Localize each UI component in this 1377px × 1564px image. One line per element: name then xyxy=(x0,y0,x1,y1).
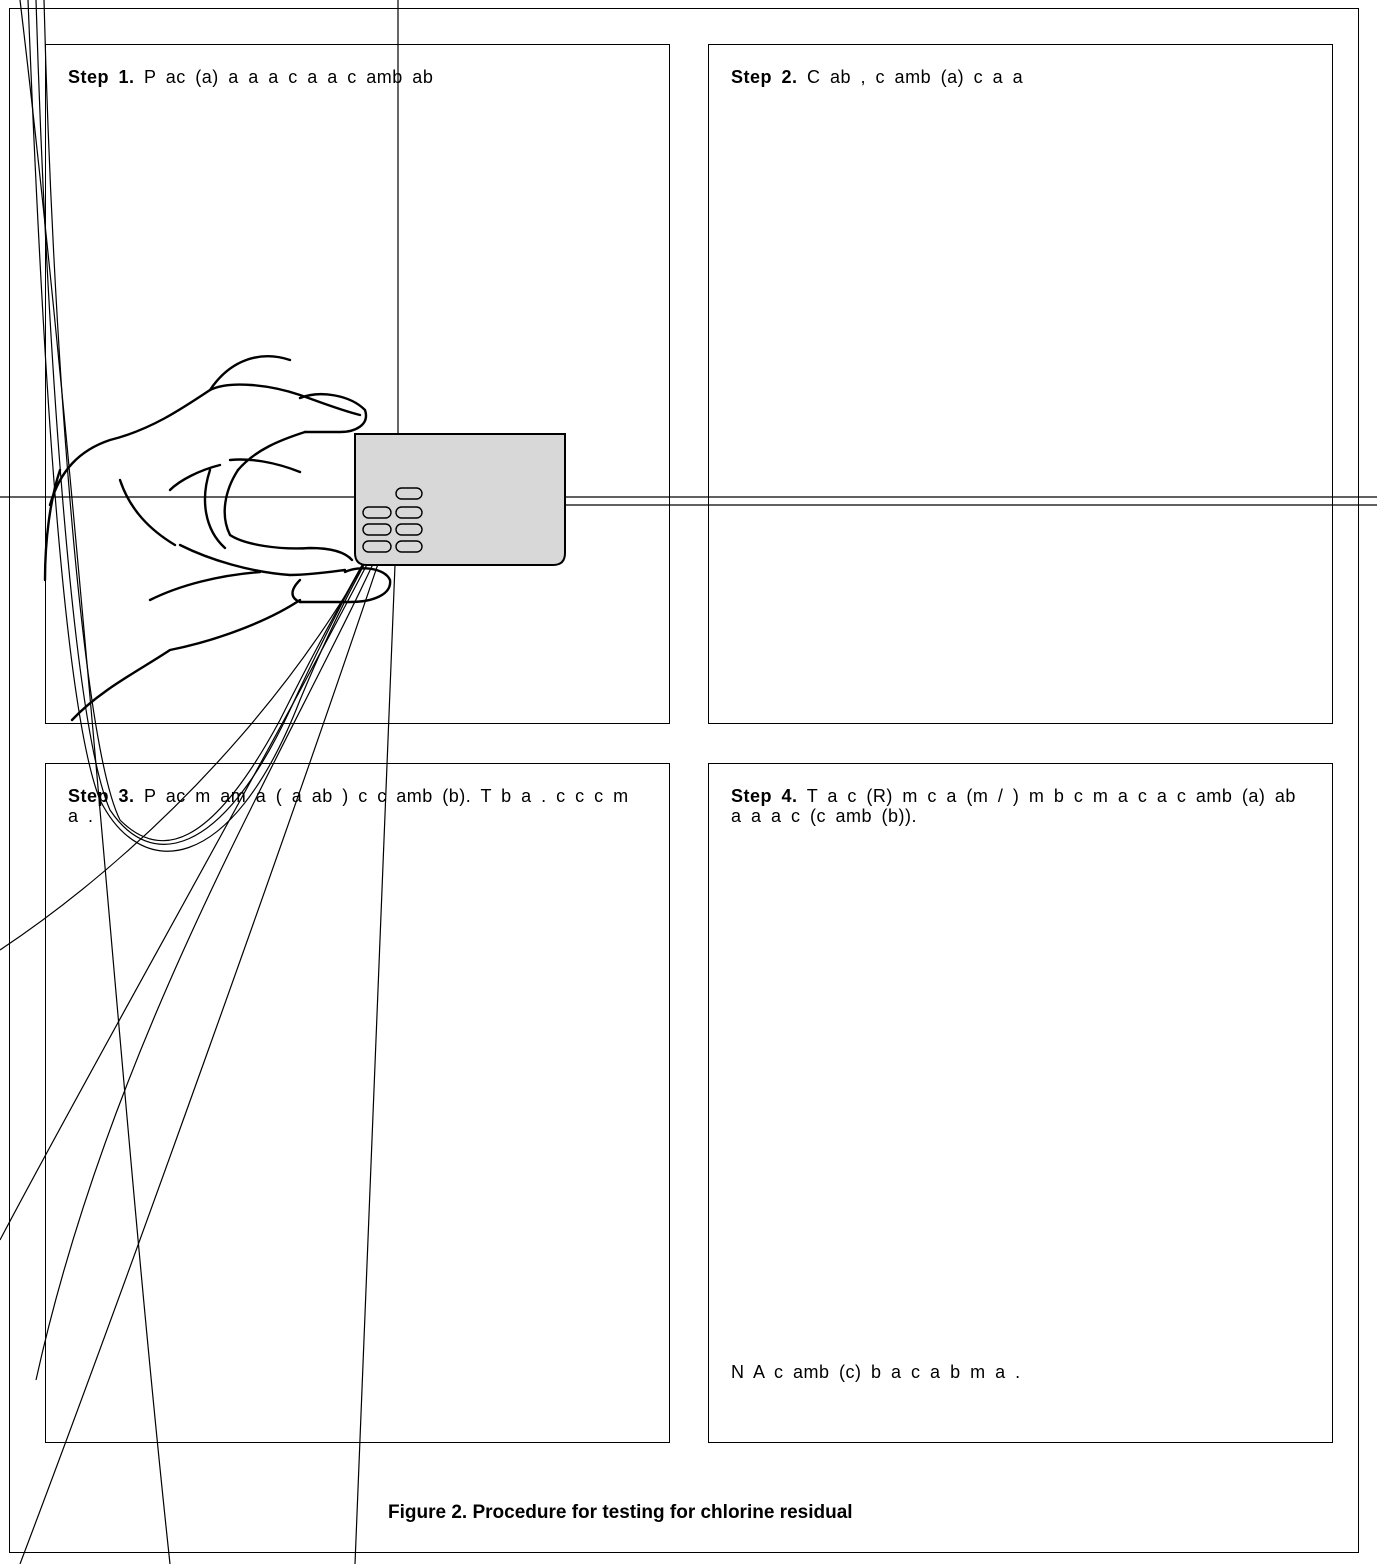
step-3-text: Step 3. P ac m am a ( a ab ) c c amb (b)… xyxy=(68,786,648,826)
step-2-body: C ab , c amb (a) c a a xyxy=(798,67,1024,87)
step-4-panel: Step 4. T a c (R) m c a (m / ) m b c m a… xyxy=(708,763,1333,1443)
step-1-panel: Step 1. P ac (a) a a a c a a c amb ab xyxy=(45,44,670,724)
step-3-body: P ac m am a ( a ab ) c c amb (b). T b a … xyxy=(68,786,629,826)
step-1-label: Step 1. xyxy=(68,67,135,87)
step-2-label: Step 2. xyxy=(731,67,798,87)
step-4-note: N A c amb (c) b a c a b m a . xyxy=(731,1362,1311,1382)
step-3-label: Step 3. xyxy=(68,786,135,806)
step-2-text: Step 2. C ab , c amb (a) c a a xyxy=(731,67,1311,87)
step-4-label: Step 4. xyxy=(731,786,798,806)
step-4-body: T a c (R) m c a (m / ) m b c m a c a c a… xyxy=(731,786,1296,826)
figure-caption: Figure 2. Procedure for testing for chlo… xyxy=(388,1502,1088,1524)
step-1-body: P ac (a) a a a c a a c amb ab xyxy=(135,67,434,87)
step-3-panel: Step 3. P ac m am a ( a ab ) c c amb (b)… xyxy=(45,763,670,1443)
step-1-text: Step 1. P ac (a) a a a c a a c amb ab xyxy=(68,67,648,87)
step-4-text: Step 4. T a c (R) m c a (m / ) m b c m a… xyxy=(731,786,1311,826)
step-2-panel: Step 2. C ab , c amb (a) c a a xyxy=(708,44,1333,724)
